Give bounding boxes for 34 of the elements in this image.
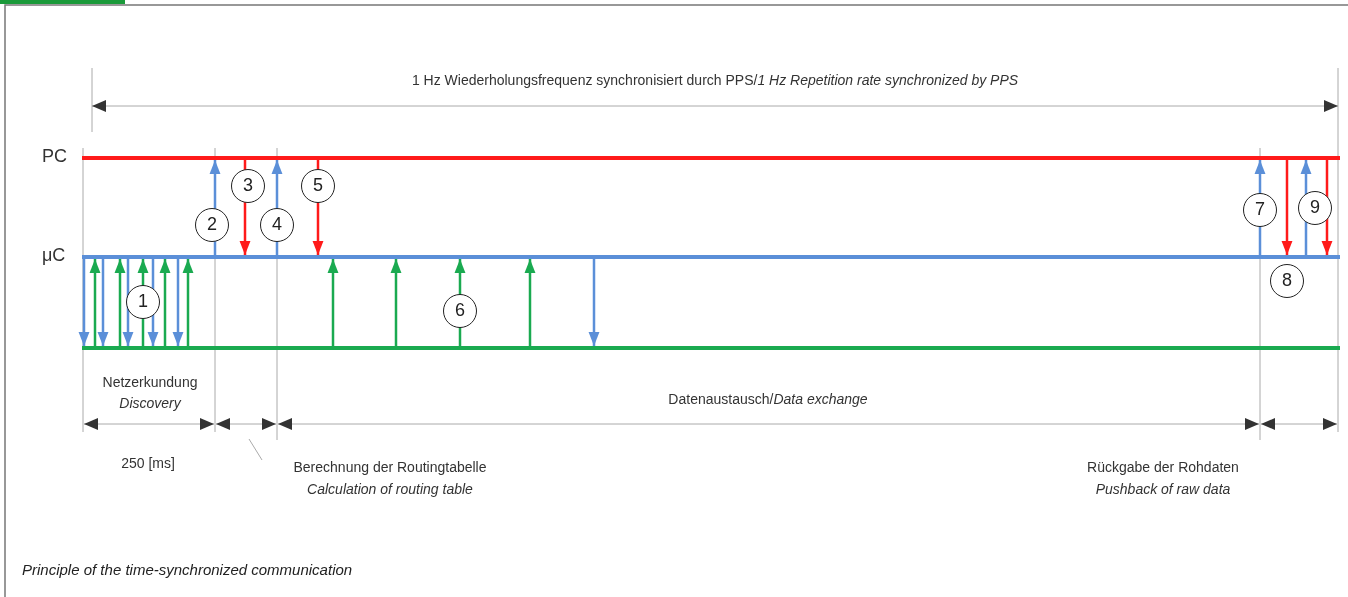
- callout-number: 7: [1243, 193, 1277, 227]
- dimension-label: 1 Hz Wiederholungsfrequenz synchronisiert durch PPS/1 Hz Repetition rate synchronized by PPS: [411, 72, 1019, 89]
- callout-number: 5: [301, 169, 335, 203]
- phase-label: Calculation of routing table: [307, 481, 473, 498]
- phase-label: Datenaustausch/Data exchange: [668, 391, 868, 408]
- signal-arrow: [327, 259, 339, 346]
- phase-label: Pushback of raw data: [1095, 481, 1231, 498]
- lane-label: μC: [42, 247, 66, 264]
- signal-arrow: [172, 259, 184, 346]
- signal-arrow: [1281, 160, 1293, 255]
- phase-label: Discovery: [119, 395, 181, 412]
- signal-arrow: [159, 259, 171, 346]
- signal-arrow: [78, 259, 90, 346]
- callout-number: 6: [443, 294, 477, 328]
- duration-label: 250 [ms]: [121, 455, 175, 472]
- caption: Principle of the time-synchronized communication: [22, 561, 353, 578]
- signal-arrow: [89, 259, 101, 346]
- callout-number: 1: [126, 285, 160, 319]
- signal-arrow: [390, 259, 402, 346]
- lane-label: PC: [42, 148, 67, 165]
- callout-number: 4: [260, 208, 294, 242]
- callout-number: 9: [1298, 191, 1332, 225]
- signal-arrow: [588, 259, 600, 346]
- callout-number: 8: [1270, 264, 1304, 298]
- callout-number: 2: [195, 208, 229, 242]
- signal-arrow: [182, 259, 194, 346]
- callout-number: 3: [231, 169, 265, 203]
- signal-arrow: [97, 259, 109, 346]
- signal-arrow: [524, 259, 536, 346]
- phase-label: Netzerkundung: [102, 374, 198, 391]
- phase-label: Rückgabe der Rohdaten: [1087, 459, 1239, 476]
- signal-arrow: [122, 259, 134, 346]
- signal-arrow: [114, 259, 126, 346]
- phase-label: Berechnung der Routingtabelle: [293, 459, 487, 476]
